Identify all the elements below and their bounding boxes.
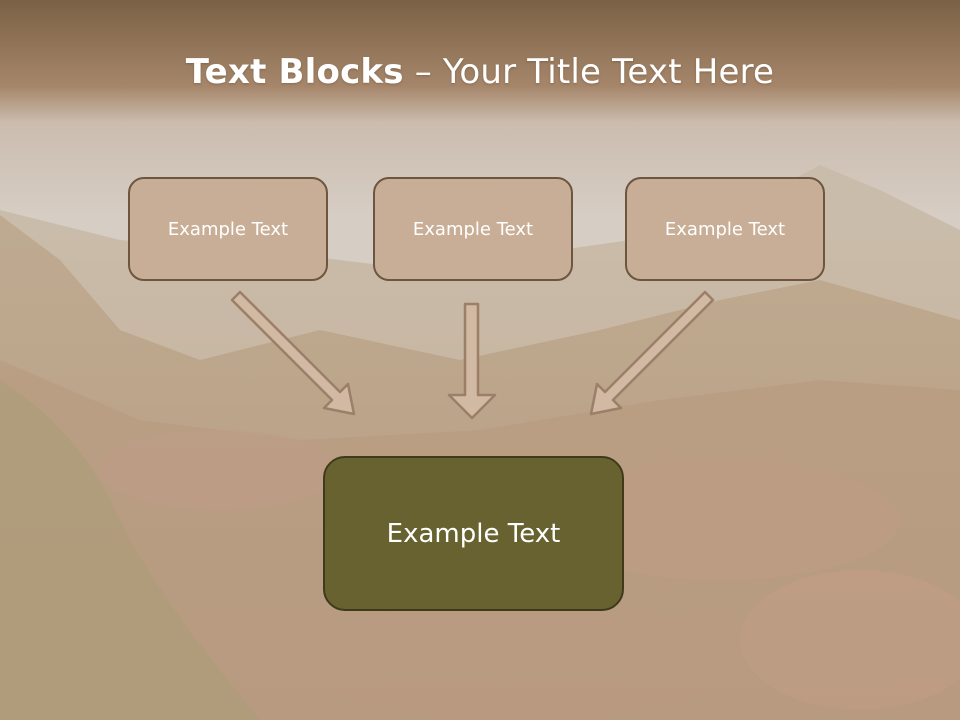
- text-block-2[interactable]: Example Text: [373, 177, 573, 281]
- slide-title-rest: Your Title Text Here: [442, 52, 775, 92]
- slide-title-bold: Text Blocks: [185, 52, 404, 92]
- text-block-1[interactable]: Example Text: [128, 177, 328, 281]
- slide-title-separator: –: [403, 52, 443, 92]
- slide-title: Text Blocks – Your Title Text Here: [0, 52, 960, 92]
- arrow-right: [589, 290, 715, 416]
- text-block-3-label: Example Text: [664, 218, 786, 240]
- result-text-block-label: Example Text: [386, 518, 561, 549]
- arrow-left: [230, 290, 356, 416]
- text-block-3[interactable]: Example Text: [625, 177, 825, 281]
- text-block-1-label: Example Text: [167, 218, 289, 240]
- result-text-block[interactable]: Example Text: [323, 456, 624, 611]
- arrow-center: [447, 302, 497, 420]
- text-block-2-label: Example Text: [412, 218, 534, 240]
